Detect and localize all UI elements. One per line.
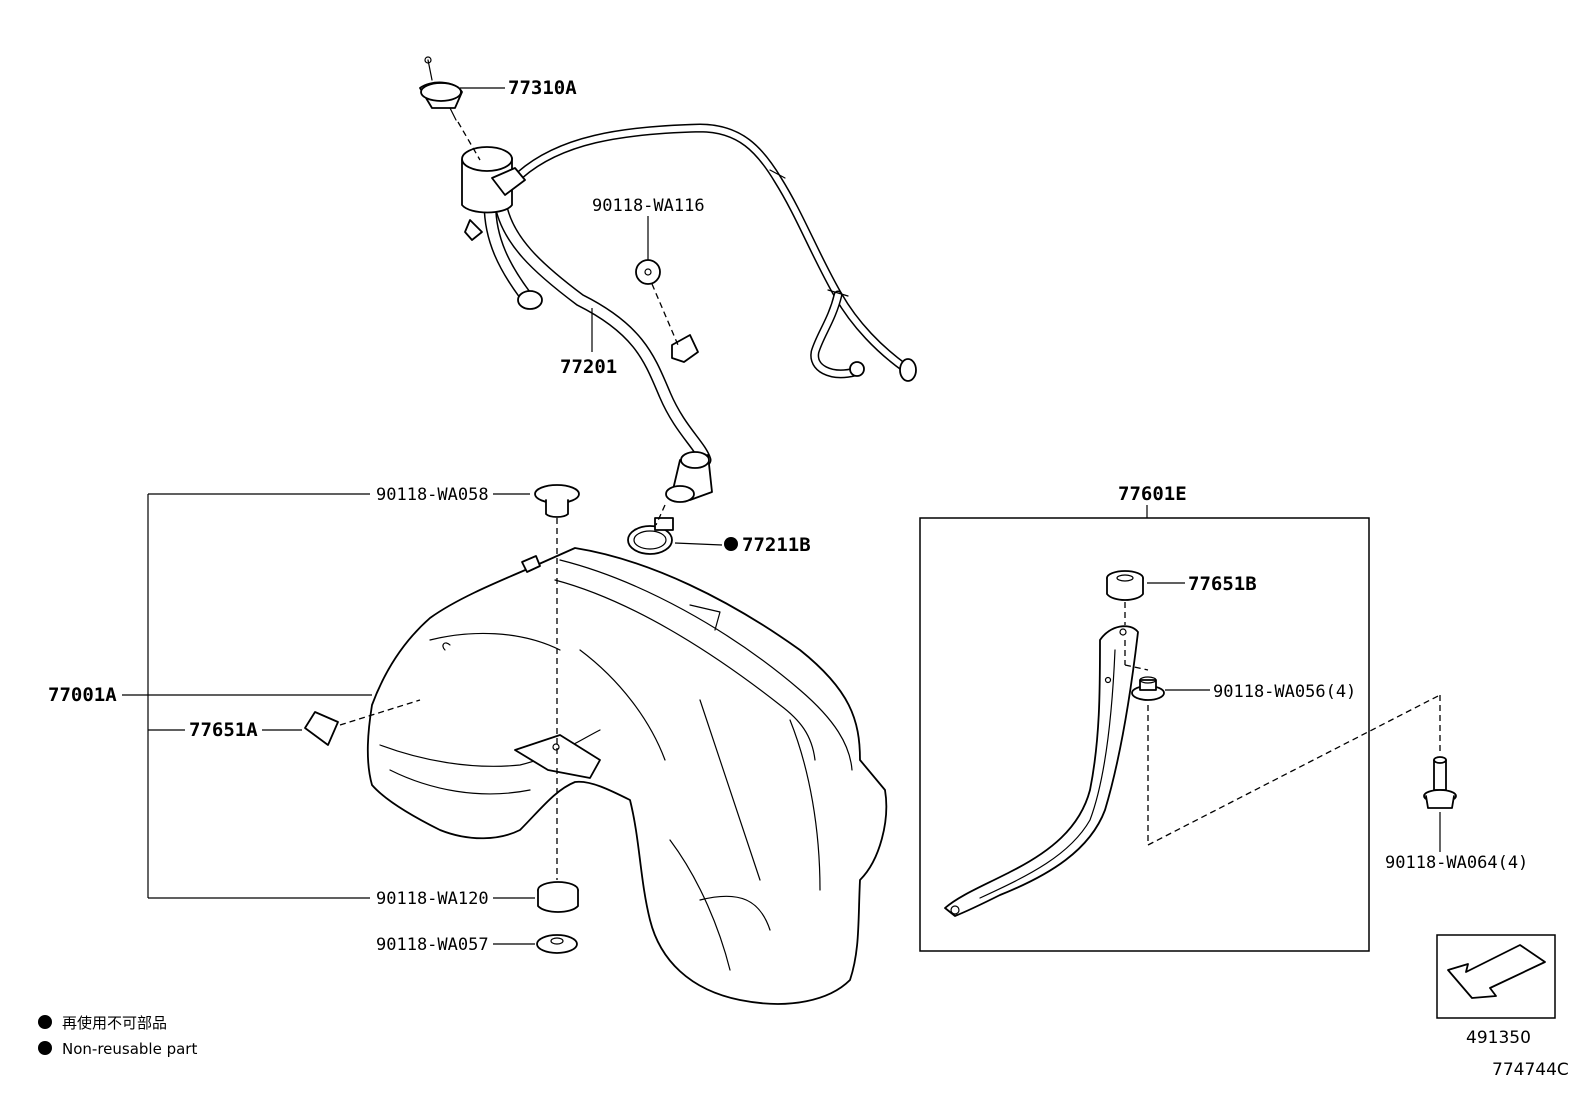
label-90118-wa120: 90118-WA120 (376, 889, 489, 909)
bolt-wa064-part (1423, 756, 1457, 809)
tank-assembly-bracket-lines (122, 493, 372, 899)
nut-wa056-part (1131, 676, 1165, 701)
label-90118-wa057: 90118-WA057 (376, 935, 489, 955)
label-90118-wa116: 90118-WA116 (592, 196, 705, 216)
cushion-77651b-part (1106, 570, 1144, 601)
direction-box-code: 491350 (1466, 1028, 1531, 1048)
label-90118-wa056: 90118-WA056(4) (1213, 682, 1356, 702)
legend-japanese-text: 再使用不可部品 (62, 1014, 167, 1032)
clip-wa116-part (635, 259, 661, 285)
grommet-wa120-part (537, 881, 579, 913)
label-77001a: 77001A (48, 684, 117, 706)
washer-wa057-part (536, 934, 578, 954)
non-reusable-dot-icon (38, 1041, 52, 1055)
grommet-wa058-part (534, 484, 580, 518)
label-90118-wa064: 90118-WA064(4) (1385, 853, 1528, 873)
label-77651a: 77651A (189, 719, 258, 741)
front-arrow-icon (1447, 944, 1546, 999)
label-77310a: 77310A (508, 77, 577, 99)
label-77651b: 77651B (1188, 573, 1257, 595)
figure-code: 774744C (1492, 1060, 1569, 1080)
label-77211b: 77211B (742, 534, 811, 556)
hose-clamp-part (627, 517, 674, 555)
fuel-cap-part (419, 56, 463, 121)
strap-assembly-box (919, 517, 1370, 952)
fuel-tank-part (366, 547, 888, 1005)
non-reusable-dot-icon (38, 1015, 52, 1029)
cushion-77651a-part (304, 711, 339, 746)
tank-strap-part (944, 625, 1139, 917)
fuel-inlet-pipe-assembly (461, 123, 917, 503)
non-reusable-marker-icon (724, 537, 738, 551)
direction-indicator-box (1436, 934, 1556, 1019)
label-90118-wa058: 90118-WA058 (376, 485, 489, 505)
label-77201: 77201 (560, 356, 617, 378)
legend-english-text: Non-reusable part (62, 1040, 197, 1058)
label-77601e: 77601E (1118, 483, 1187, 505)
